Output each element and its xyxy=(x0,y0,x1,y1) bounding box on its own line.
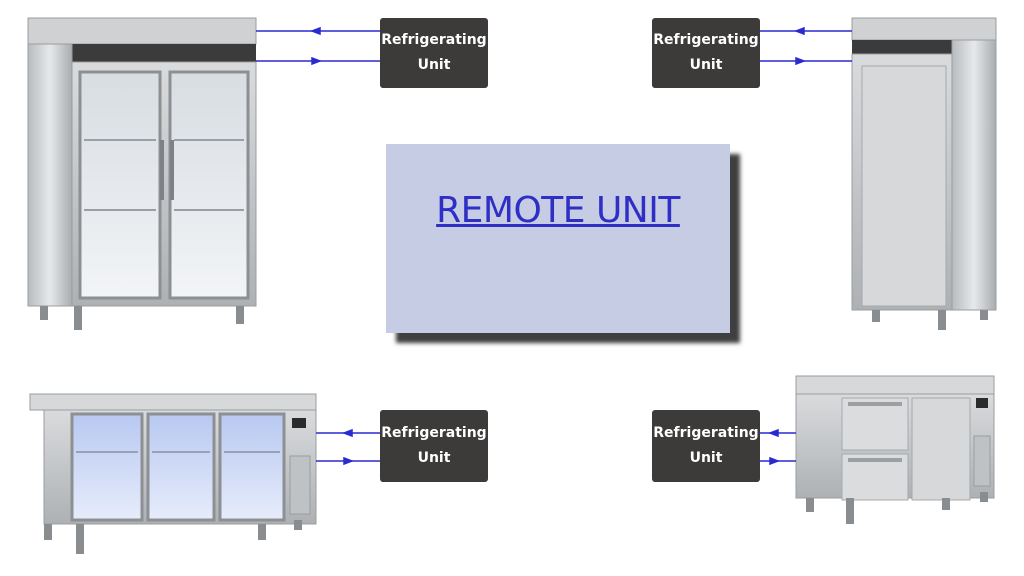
unit-label-line1: Refrigerating xyxy=(381,425,487,441)
unit-label-line2: Unit xyxy=(417,57,451,73)
unit-label-line2: Unit xyxy=(689,450,723,466)
arrow-bottom-left-return xyxy=(316,456,380,466)
connector-arrows xyxy=(256,26,852,466)
arrow-top-right-supply xyxy=(760,26,852,36)
glass-door-fridge-illustration xyxy=(27,17,257,330)
refrigerating-unit-bottom-left: Refrigerating Unit xyxy=(380,410,488,482)
unit-label-line1: Refrigerating xyxy=(653,32,759,48)
unit-label-line2: Unit xyxy=(689,57,723,73)
arrow-bottom-right-return xyxy=(760,456,796,466)
refrigerating-unit-top-left: Refrigerating Unit xyxy=(380,18,488,88)
unit-label-line1: Refrigerating xyxy=(653,425,759,441)
arrow-top-right-return xyxy=(760,56,852,66)
refrigerating-unit-bottom-right: Refrigerating Unit xyxy=(652,410,760,482)
arrow-top-left-supply xyxy=(256,26,380,36)
glass-door-counter-illustration xyxy=(29,393,317,554)
refrigerating-unit-top-right: Refrigerating Unit xyxy=(652,18,760,88)
arrow-top-left-return xyxy=(256,56,380,66)
solid-door-fridge-illustration xyxy=(851,17,997,330)
unit-label-line1: Refrigerating xyxy=(381,32,487,48)
drawer-counter-illustration xyxy=(795,375,995,524)
arrow-bottom-left-supply xyxy=(316,428,380,438)
remote-unit-title-card: REMOTE UNIT xyxy=(386,144,730,333)
unit-label-line2: Unit xyxy=(417,450,451,466)
arrow-bottom-right-supply xyxy=(760,428,796,438)
remote-unit-title: REMOTE UNIT xyxy=(436,190,680,231)
